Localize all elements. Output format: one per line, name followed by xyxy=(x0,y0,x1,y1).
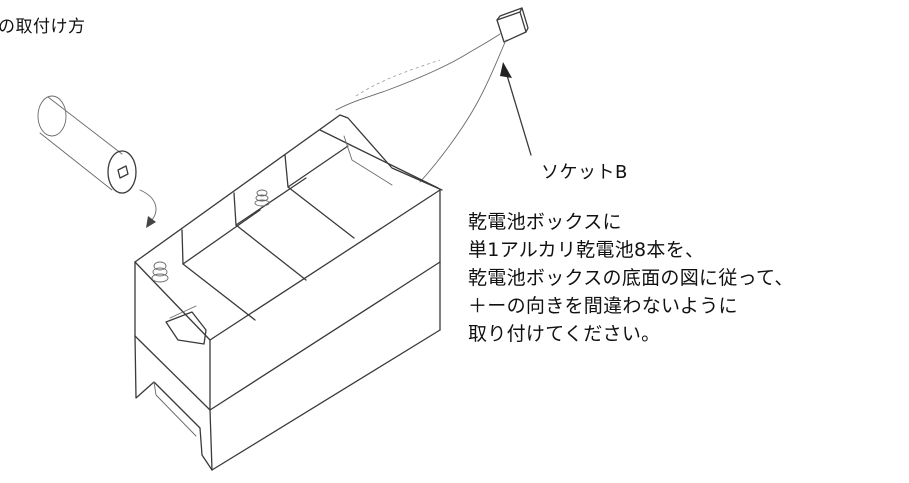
socket-icon xyxy=(496,7,529,43)
instruction-line: 取り付けてください。 xyxy=(468,323,661,345)
instruction-line: ＋ーの向きを間違わないように xyxy=(468,295,738,317)
wire-icon xyxy=(335,33,507,183)
page-title: の取付け方 xyxy=(0,17,86,37)
instruction-line: 乾電池ボックスに xyxy=(468,211,622,233)
socket-b-label: ソケットB xyxy=(541,162,628,183)
instruction-line: 乾電池ボックスの底面の図に従って、 xyxy=(468,267,794,289)
instruction-text: 乾電池ボックスに 単1アルカリ乾電池8本を、 乾電池ボックスの底面の図に従って、… xyxy=(468,208,794,348)
arrow-icon xyxy=(500,62,532,156)
instruction-line: 単1アルカリ乾電池8本を、 xyxy=(468,239,705,261)
battery-icon xyxy=(37,95,137,194)
spring-icon xyxy=(151,189,270,283)
insert-arrow-icon xyxy=(139,189,157,228)
battery-box-icon xyxy=(134,114,443,471)
